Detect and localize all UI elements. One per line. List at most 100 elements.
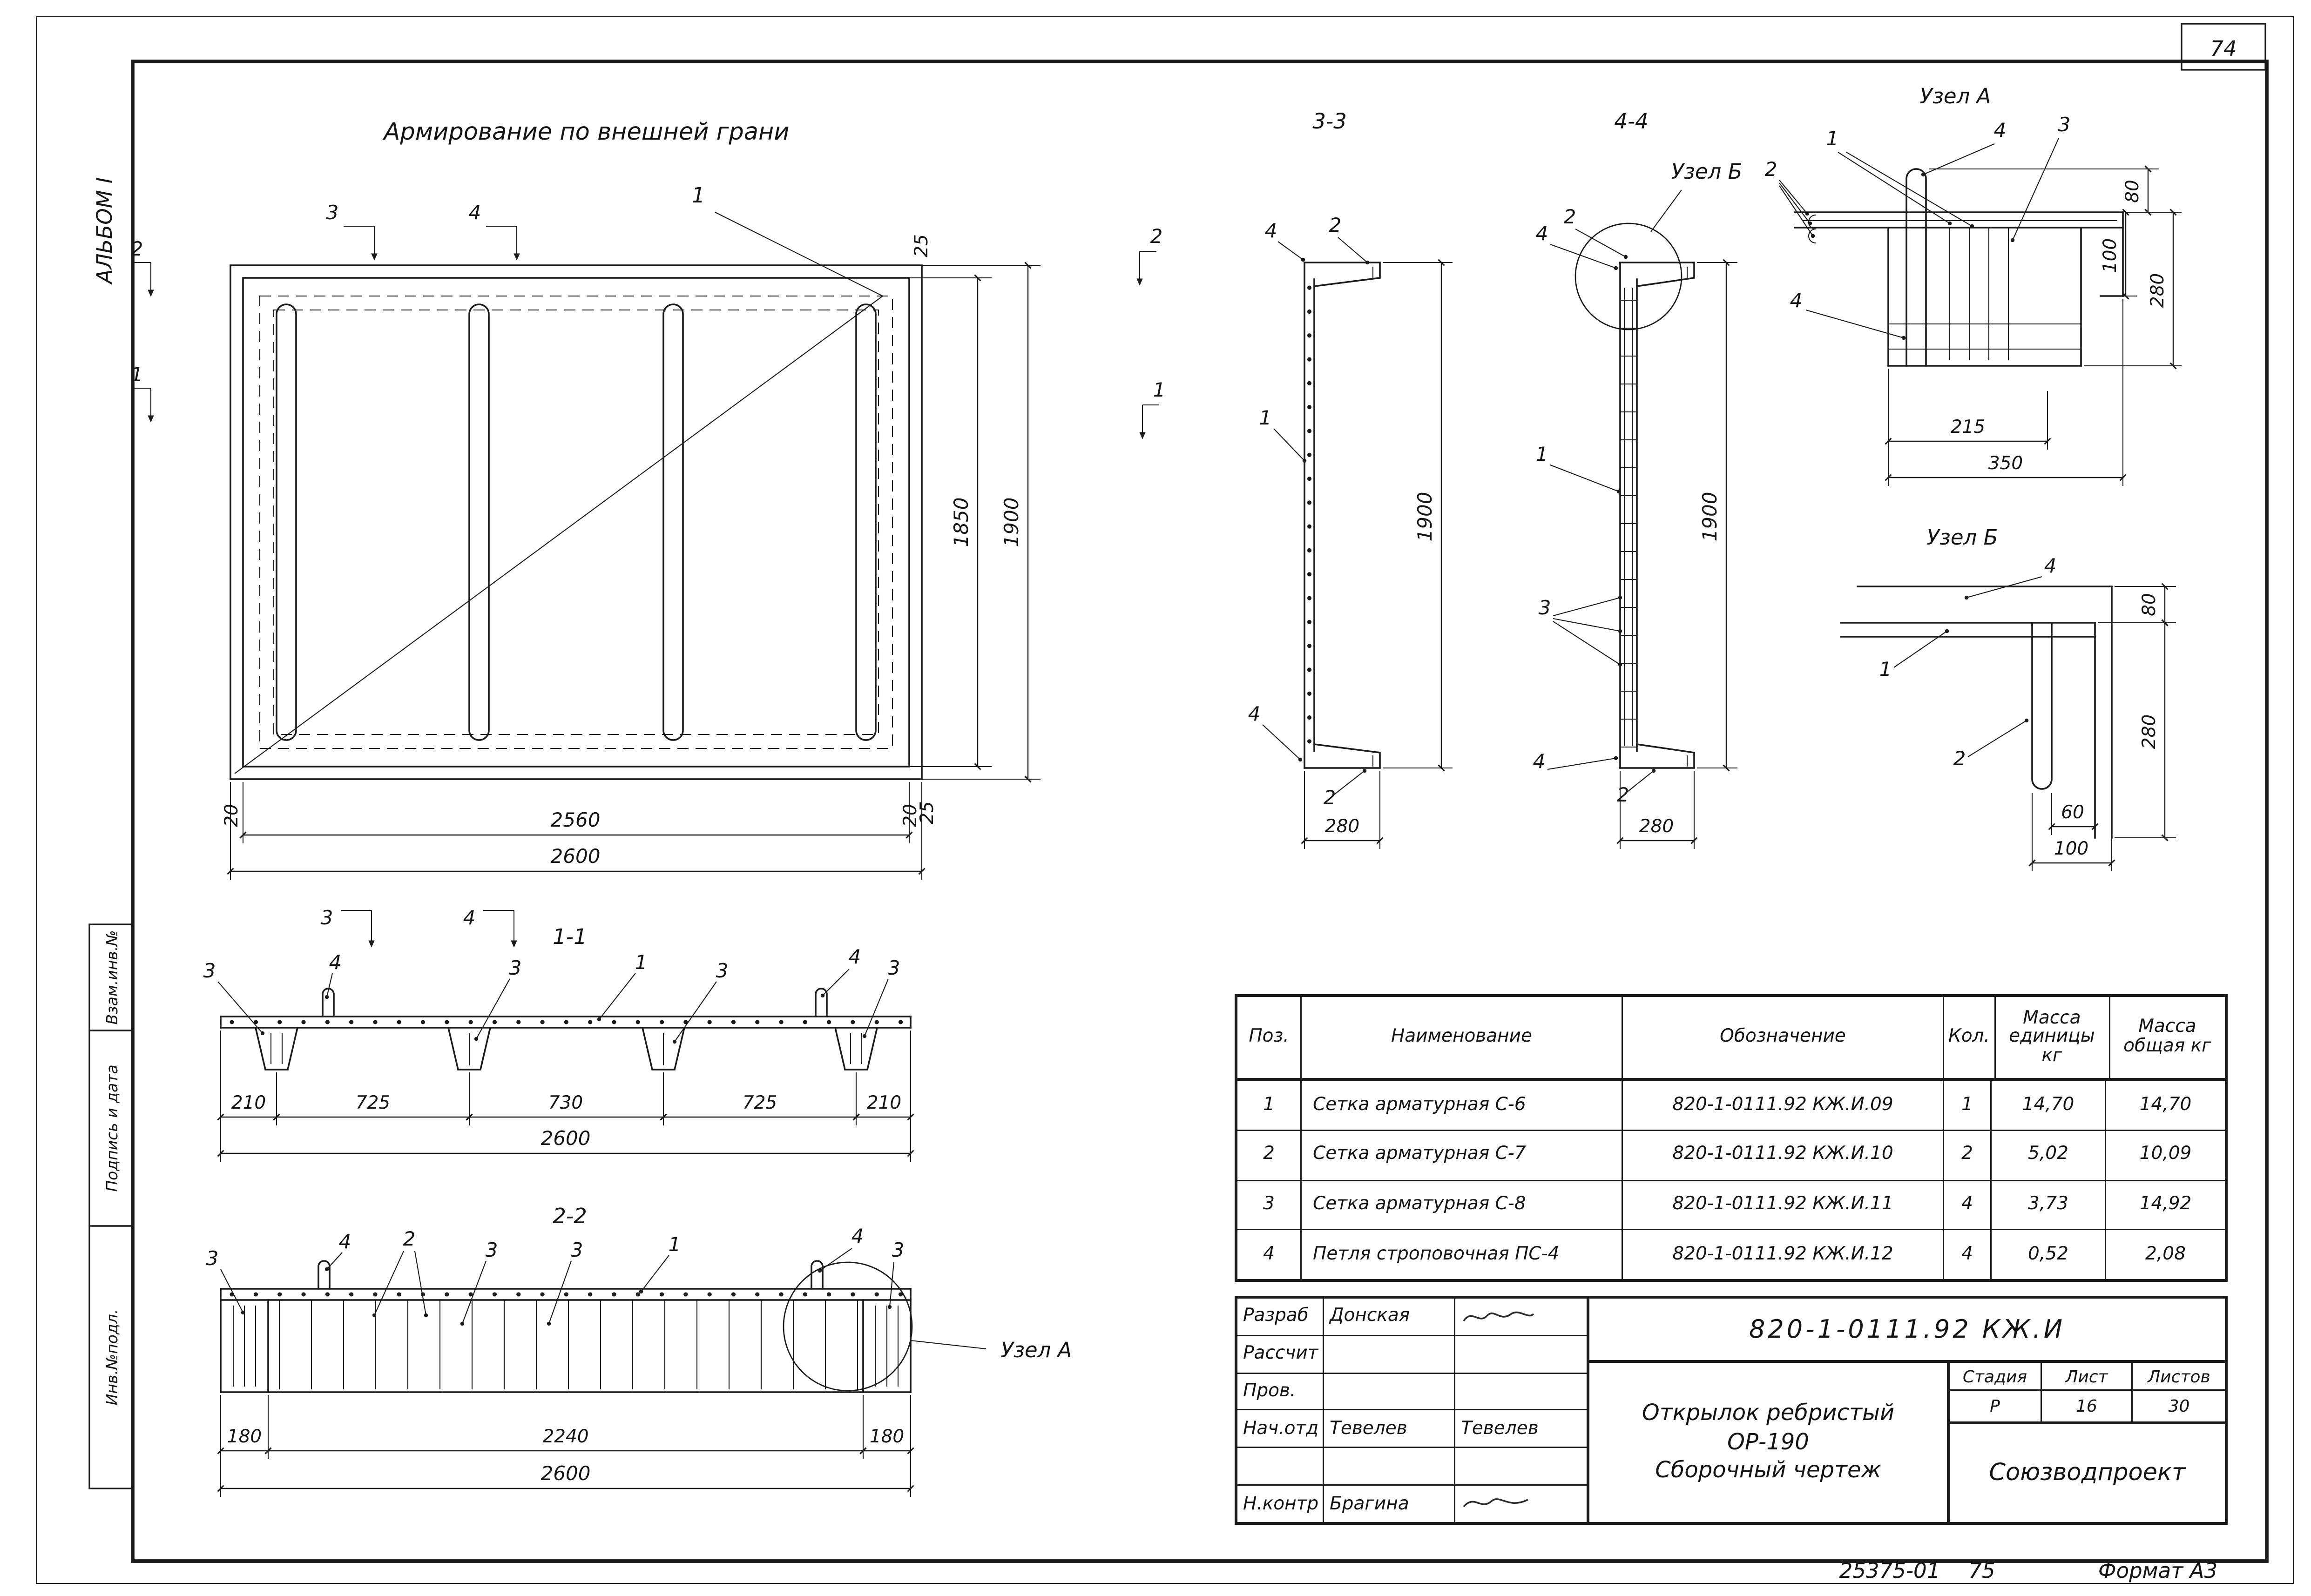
svg-text:60: 60 [2061,802,2084,823]
svg-text:2: 2 [1150,225,1163,248]
svg-text:25: 25 [911,234,932,257]
footer-format: Формат А3 [2098,1558,2217,1583]
sheet-value: 16 [2041,1391,2133,1421]
svg-text:1900: 1900 [1413,492,1436,542]
section-3-3-dimensions: 1900 280 [1301,259,1453,849]
role-label: Н.контр [1237,1486,1324,1522]
svg-text:80: 80 [2122,180,2143,203]
rib-slot [662,303,684,741]
spec-row: 3 Сетка арматурная С-8 820-1-0111.92 КЖ.… [1237,1180,2225,1231]
svg-text:2: 2 [1765,158,1777,181]
spec-header-total-mass: Масса общая кг [2123,1017,2211,1057]
title-block-row: Рассчит [1237,1336,1587,1374]
drawing-title-line2: ОР-190 [1727,1428,1809,1455]
spec-designation: 820-1-0111.92 КЖ.И.09 [1623,1081,1944,1130]
node-b-title: Узел Б [1927,525,1998,550]
svg-text:1: 1 [1536,443,1548,465]
svg-text:280: 280 [1325,816,1359,837]
svg-text:210: 210 [231,1092,266,1113]
spec-designation: 820-1-0111.92 КЖ.И.12 [1623,1230,1944,1279]
node-b-detail: Узел Б 4 1 2 80 280 60 [1840,525,2176,871]
spec-qty: 2 [1944,1131,1992,1179]
svg-text:3: 3 [2058,113,2071,136]
spec-header-unit-mass: Масса единицы кг [1995,997,2110,1078]
spec-row: 2 Сетка арматурная С-7 820-1-0111.92 КЖ.… [1237,1131,2225,1181]
svg-text:2: 2 [131,237,143,260]
spec-row: 1 Сетка арматурная С-6 820-1-0111.92 КЖ.… [1237,1081,2225,1131]
svg-text:1: 1 [131,363,143,386]
spec-qty: 1 [1944,1081,1992,1130]
organization: Союзводпроект [1989,1459,2186,1487]
svg-text:3: 3 [892,1239,905,1261]
node-a-detail: Узел А 2 1 4 3 4 [1765,84,2182,486]
svg-text:2560: 2560 [551,808,601,831]
page-number: 74 [2210,36,2237,61]
svg-text:180: 180 [227,1426,262,1447]
section-4-4: 4-4 Узел Б 4 2 1 3 4 2 1900 [1533,109,1742,849]
sheet-footer: 25375-01 75 Формат А3 [1839,1558,2217,1583]
spec-total-mass: 14,92 [2139,1194,2192,1215]
footer-doc-code: 25375-01 [1839,1558,1940,1583]
svg-text:3: 3 [326,201,339,224]
svg-text:4: 4 [339,1230,351,1253]
spec-name: Сетка арматурная С-6 [1302,1081,1623,1130]
page-number-box [2181,23,2266,71]
stamp-podpis: Подпись и дата [103,1064,121,1192]
role-label: Нач.отд [1237,1411,1324,1447]
spec-designation: 820-1-0111.92 КЖ.И.10 [1623,1131,1944,1179]
title-block-bottom: Открылок ребристый ОР-190 Сборочный черт… [1589,1363,2225,1522]
svg-text:2: 2 [1564,205,1576,228]
svg-text:4: 4 [1265,219,1277,242]
svg-text:3: 3 [509,956,522,979]
section-4-4-title: 4-4 [1614,109,1649,134]
section-3-3-title: 3-3 [1312,109,1347,134]
role-name [1324,1373,1455,1410]
svg-text:2: 2 [403,1227,416,1250]
title-block-row: Н.контр Брагина [1237,1486,1587,1522]
svg-text:4: 4 [1248,702,1261,725]
title-block-row: Разраб Донская [1237,1299,1587,1336]
spec-pos: 2 [1237,1131,1302,1179]
svg-text:1900: 1900 [1698,492,1721,542]
section-2-2-title: 2-2 [553,1204,587,1228]
role-name [1324,1336,1455,1372]
rib-slot [468,303,490,741]
spec-name: Сетка арматурная С-8 [1302,1180,1623,1229]
svg-text:280: 280 [1639,816,1674,837]
section-2-2-labels: 3 4 2 3 3 1 4 3 [206,1225,905,1326]
svg-text:2600: 2600 [541,1127,591,1150]
svg-text:3: 3 [203,959,216,982]
spec-unit-mass: 5,02 [1992,1131,2106,1179]
svg-text:3: 3 [206,1247,219,1270]
signature [1455,1336,1587,1372]
section-2-2: 2-2 Узел А 3 4 2 3 3 1 4 3 [206,1204,1072,1497]
plan-title: Армирование по внешней грани [382,118,789,146]
section-1-1-labels: 3 4 3 1 3 4 3 [203,945,900,1044]
rib-slot [276,303,297,741]
spec-unit-mass: 0,52 [1992,1230,2106,1279]
svg-text:3: 3 [888,956,900,979]
role-label: Разраб [1237,1299,1324,1335]
drawing-title-line1: Открылок ребристый [1642,1399,1895,1426]
svg-text:180: 180 [870,1426,904,1447]
svg-text:1900: 1900 [1000,498,1023,547]
svg-text:2: 2 [1329,214,1342,236]
spec-table: Поз. Наименование Обозначение Кол. Масса… [1235,994,2228,1282]
section-1-1-dimensions: 210 725 730 725 210 2600 [217,1030,914,1162]
svg-text:350: 350 [1988,453,2023,474]
svg-text:3: 3 [1539,596,1551,619]
title-block-row: Нач.отд Тевелев Тевелев [1237,1411,1587,1448]
plan-view: Армирование по внешней грани 1 3 4 3 4 [131,118,1165,948]
role-name [1324,1448,1455,1485]
svg-text:1850: 1850 [950,498,973,547]
role-name: Донская [1324,1299,1455,1335]
section-1-1: 1-1 3 4 3 1 3 4 3 [203,924,914,1162]
svg-text:2600: 2600 [541,1462,591,1485]
svg-text:4: 4 [1536,222,1548,245]
drawing-title-line3: Сборочный чертеж [1655,1457,1881,1484]
lifting-loop [322,988,335,1017]
svg-text:20: 20 [221,804,242,827]
section-3-3: 3-3 4 2 1 4 2 1900 280 [1248,109,1453,849]
spec-pos: 1 [1237,1081,1302,1130]
